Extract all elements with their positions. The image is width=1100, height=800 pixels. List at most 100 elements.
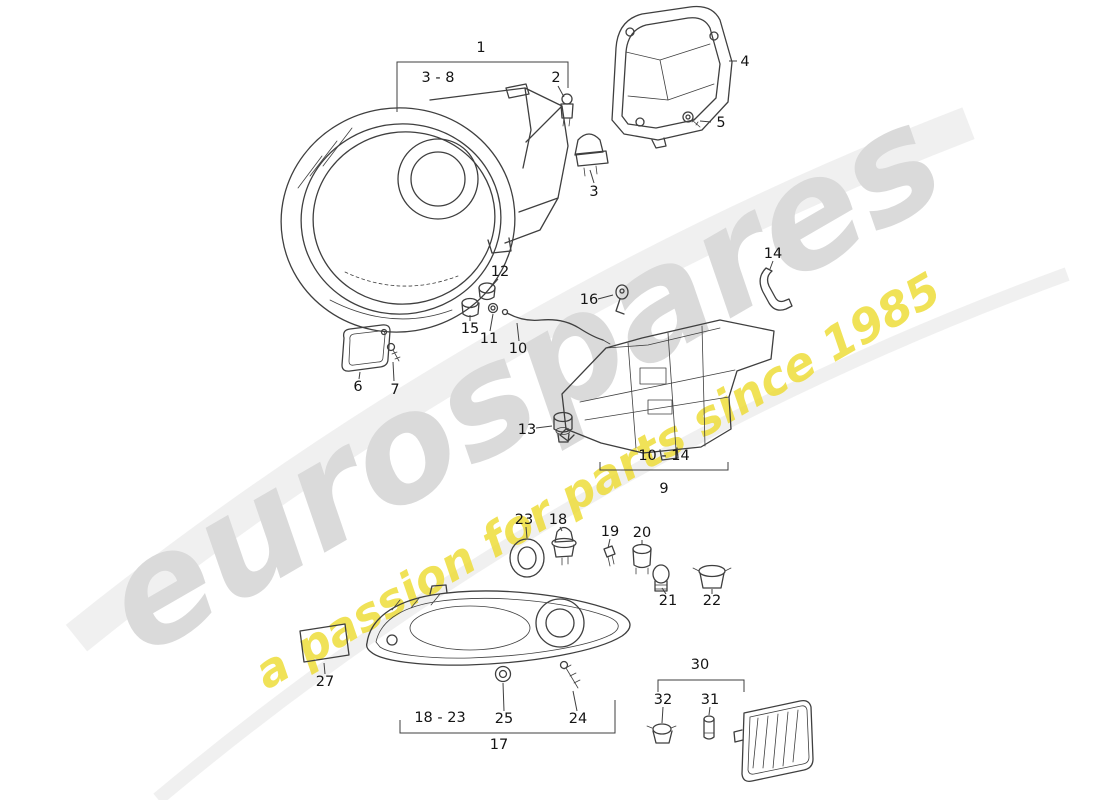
callout-13: 13 [518, 422, 536, 438]
socket-22-body [699, 572, 725, 589]
bulb-21-base [654, 580, 668, 592]
turnsignal-mount [386, 634, 398, 646]
callout-7: 7 [390, 382, 399, 398]
projector-lens [410, 151, 466, 207]
seal-23-outer [509, 538, 545, 578]
screw-7-shaft [391, 349, 401, 362]
callout-23: 23 [515, 512, 533, 528]
carrier-outline [561, 319, 775, 454]
grommet-25-inner [498, 669, 508, 679]
leader-5 [699, 120, 712, 123]
lens-rim-inner [312, 131, 496, 305]
bulb-2-body [560, 103, 574, 119]
callout-range-3-8: 3 - 8 [422, 70, 455, 86]
callout-32: 32 [654, 692, 672, 708]
callout-9: 9 [659, 481, 668, 497]
socket-20-top [632, 543, 652, 555]
carrier-vert3 [701, 325, 706, 447]
callout-22: 22 [703, 593, 721, 609]
washer-11-inner [490, 305, 496, 311]
watermark-brand-text: eurospares [74, 71, 970, 688]
callout-12: 12 [491, 264, 509, 280]
pin-24-shaft [563, 664, 581, 689]
turnsignal-inner [375, 597, 619, 659]
cover-rib1 [625, 43, 711, 61]
housing-connector [487, 237, 512, 254]
bracket-group-17 [399, 700, 616, 734]
bulb-21-glass [652, 564, 670, 584]
cap-12-drawing [478, 282, 496, 301]
cover-inner [621, 17, 721, 129]
callout-24: 24 [569, 711, 587, 727]
lens-texture-arc [344, 271, 459, 287]
leader-13 [535, 425, 553, 429]
bulb-2-pins [562, 117, 571, 127]
callout-3: 3 [589, 184, 598, 200]
buffer-13-body [553, 416, 573, 433]
carrier-vert1 [627, 342, 637, 449]
callout-21: 21 [659, 593, 677, 609]
socket-32-body [652, 730, 673, 744]
side-marker-outline [741, 699, 814, 782]
screw-5-drawing [682, 111, 701, 128]
turnsignal-reflector [409, 605, 531, 651]
callout-lines [323, 60, 774, 734]
housing-tab [505, 83, 530, 99]
screw-5-head [682, 111, 694, 123]
turnsignal-hatch [391, 593, 441, 611]
callout-16: 16 [580, 292, 598, 308]
cover-notch [651, 137, 667, 149]
gasket-inner [348, 330, 386, 366]
pin-24-head [559, 660, 569, 670]
gasket-hole [380, 328, 388, 336]
leader-32 [661, 706, 664, 724]
housing-edge3 [518, 197, 559, 213]
gasket-outline [341, 324, 391, 372]
rod-10-tip [602, 339, 611, 345]
leader-2 [557, 85, 565, 98]
callout-2: 2 [551, 70, 560, 86]
callout-17: 17 [490, 737, 508, 753]
gasket-6-drawing [341, 324, 391, 372]
bulb-18-flange [551, 537, 577, 549]
bracket-14-drawing [759, 267, 793, 311]
carrier-fold2 [579, 369, 736, 403]
carrier-bottom-tab [659, 447, 679, 461]
leader-12 [490, 278, 499, 288]
callout-range-18-23: 18 - 23 [414, 710, 465, 726]
screw-7-drawing [386, 342, 401, 362]
projector-ring [397, 138, 479, 220]
screw-5-center [685, 114, 691, 120]
screw-5-shaft [691, 118, 701, 128]
socket-22-wings [692, 567, 732, 572]
callout-25: 25 [495, 711, 513, 727]
leader-18 [559, 526, 563, 532]
leader-24 [572, 690, 578, 712]
callout-31: 31 [701, 692, 719, 708]
callout-14: 14 [764, 246, 782, 262]
housing-edge [522, 87, 532, 169]
callout-18: 18 [549, 512, 567, 528]
carrier-vert2 [667, 332, 677, 451]
washer-11-outer [487, 302, 499, 314]
socket-32-wings [646, 725, 677, 729]
watermark: eurospares a passion for parts since 198… [65, 71, 1070, 800]
bracket-group-1 [396, 61, 569, 112]
housing-cover-drawing [611, 5, 733, 149]
leader-25 [502, 682, 505, 712]
clip-16-hole [619, 288, 625, 294]
seal-23-inner [517, 546, 537, 570]
buffer-13-mid [555, 427, 571, 435]
bulb-3-drawing [574, 133, 609, 177]
turnsignal-tab [429, 584, 448, 595]
leader-6 [358, 371, 361, 380]
socket-20-drawing [632, 543, 652, 575]
callout-15: 15 [461, 321, 479, 337]
turnsignal-outline [365, 590, 631, 666]
leader-7 [392, 361, 395, 382]
callout-1: 1 [476, 40, 485, 56]
sticker-outline [299, 623, 350, 663]
grommet-25-outer [494, 665, 512, 683]
leader-14 [769, 260, 774, 270]
